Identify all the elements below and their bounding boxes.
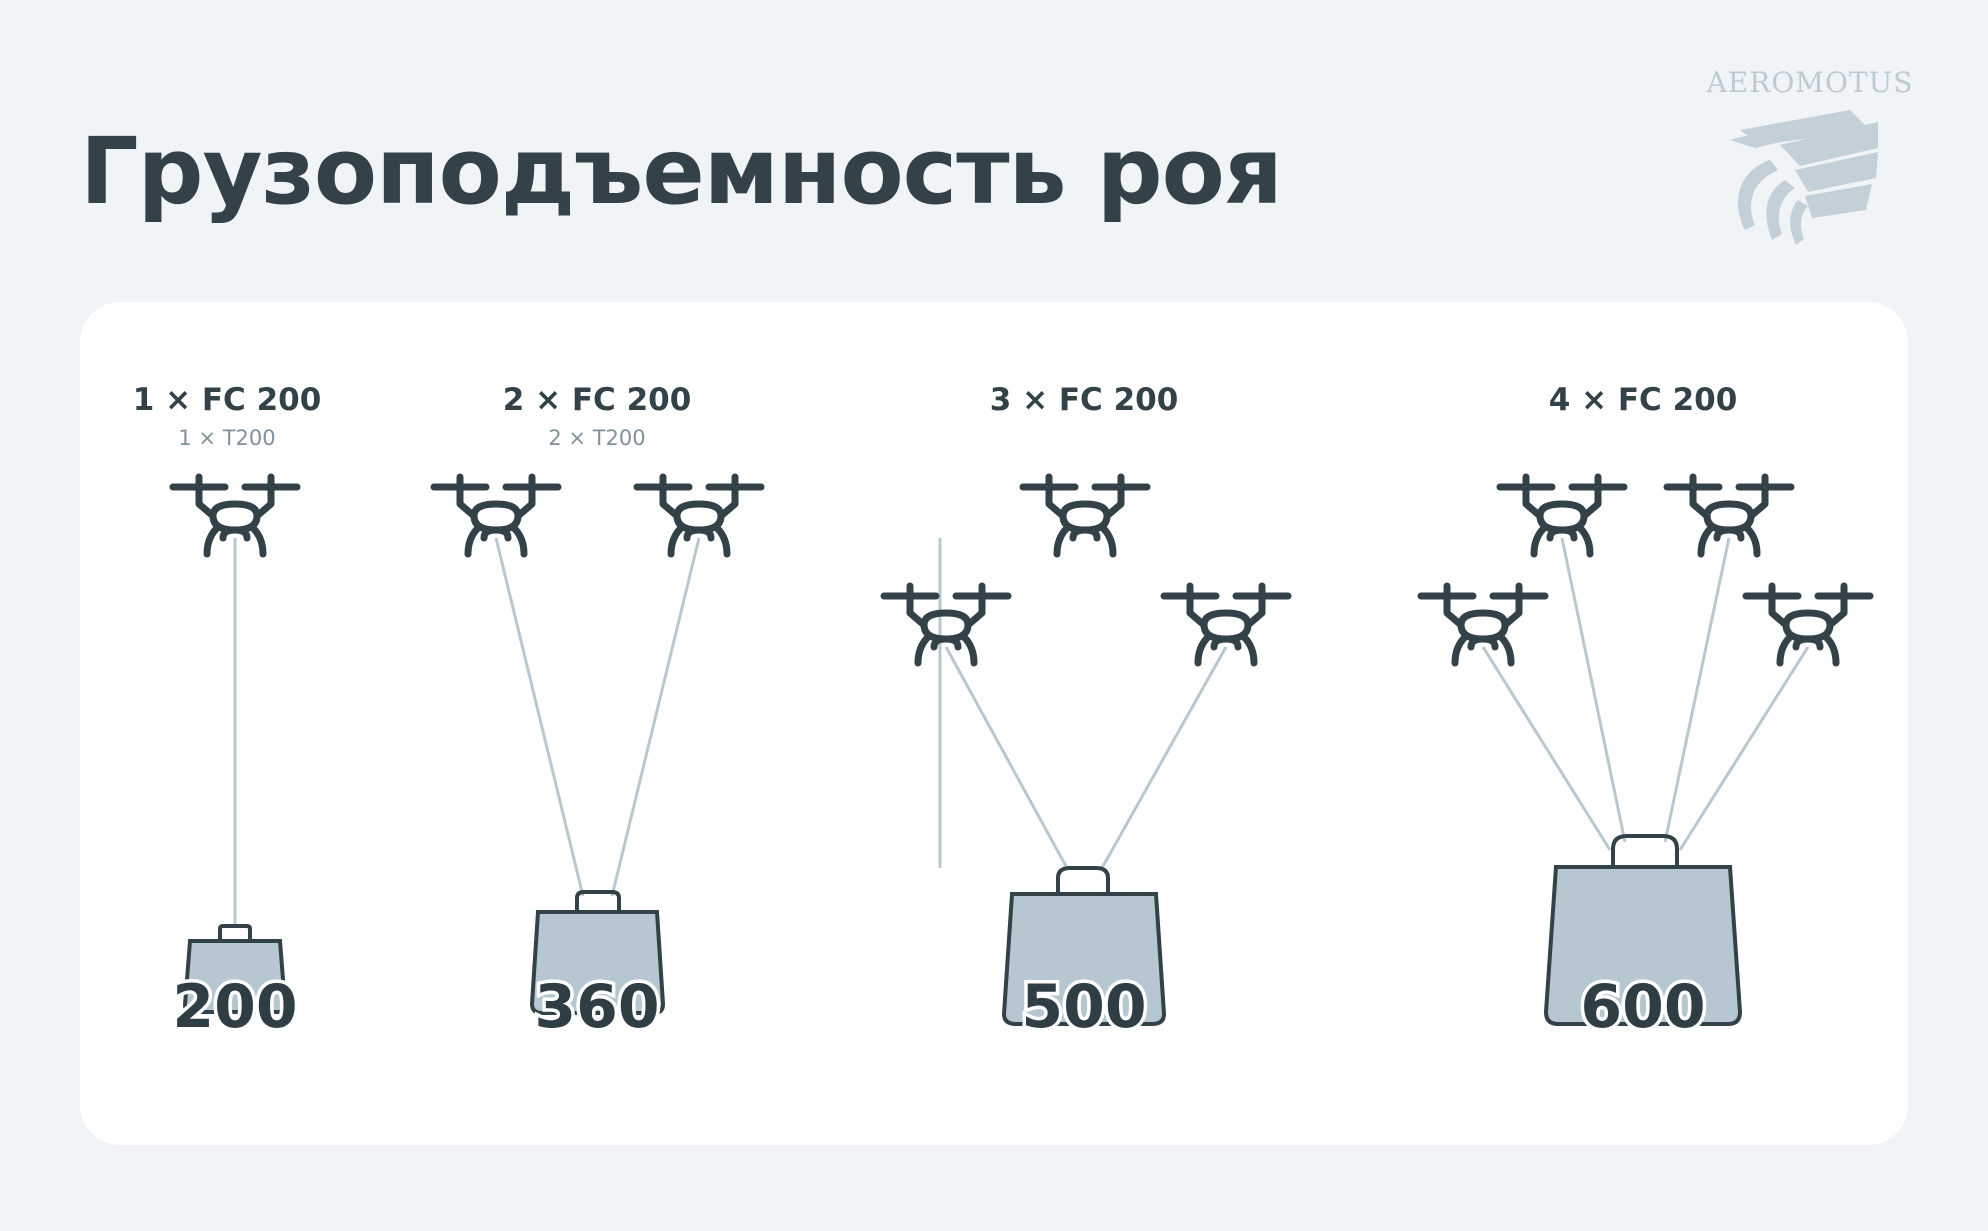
tether-line: [944, 646, 1069, 869]
tether-line: [1560, 537, 1627, 843]
tether-line: [1100, 646, 1228, 869]
bag-icon: [182, 924, 288, 1014]
group-1-payload: 200: [169, 969, 301, 1046]
bag-icon: [529, 890, 666, 1015]
tether-line: [494, 537, 585, 897]
tether-line: [610, 537, 701, 897]
tether-line: [1663, 537, 1731, 843]
drone-icon: [1023, 477, 1147, 554]
swarm-card: 1 × FC 200 1 × T200 2 × FC 200 2 × T200 …: [80, 302, 1908, 1145]
tether-line: [1481, 646, 1612, 851]
tether-line: [1678, 646, 1810, 851]
group-1-label: 1 × FC 200: [132, 382, 322, 418]
drone-icon: [884, 586, 1008, 663]
brand-name: AEROMOTUS: [1706, 66, 1914, 99]
drone-icon: [1421, 586, 1545, 663]
group-3-payload: 500: [1018, 969, 1150, 1046]
drone-icon: [1746, 586, 1870, 663]
group-4-label: 4 × FC 200: [1548, 382, 1738, 418]
group-1-sublabel: 1 × T200: [178, 426, 276, 450]
bag-icon: [1543, 834, 1743, 1026]
brand-logo: AEROMOTUS: [1700, 64, 1920, 254]
swarm-diagram: [80, 302, 1908, 1026]
group-1-diagram: [173, 477, 297, 1014]
group-4-payload: 600: [1577, 969, 1709, 1046]
group-2-diagram: [434, 477, 761, 1015]
group-2-payload: 360: [531, 969, 663, 1046]
group-4-diagram: [1421, 477, 1870, 1026]
eagle-logo-icon: [1730, 110, 1878, 245]
bag-icon: [1001, 866, 1167, 1026]
page-title: Грузоподъемность роя: [80, 118, 1283, 225]
group-2-label: 2 × FC 200: [502, 382, 692, 418]
drone-icon: [1164, 586, 1288, 663]
group-2-sublabel: 2 × T200: [548, 426, 646, 450]
group-3-label: 3 × FC 200: [989, 382, 1179, 418]
group-3-diagram: [884, 477, 1288, 1026]
